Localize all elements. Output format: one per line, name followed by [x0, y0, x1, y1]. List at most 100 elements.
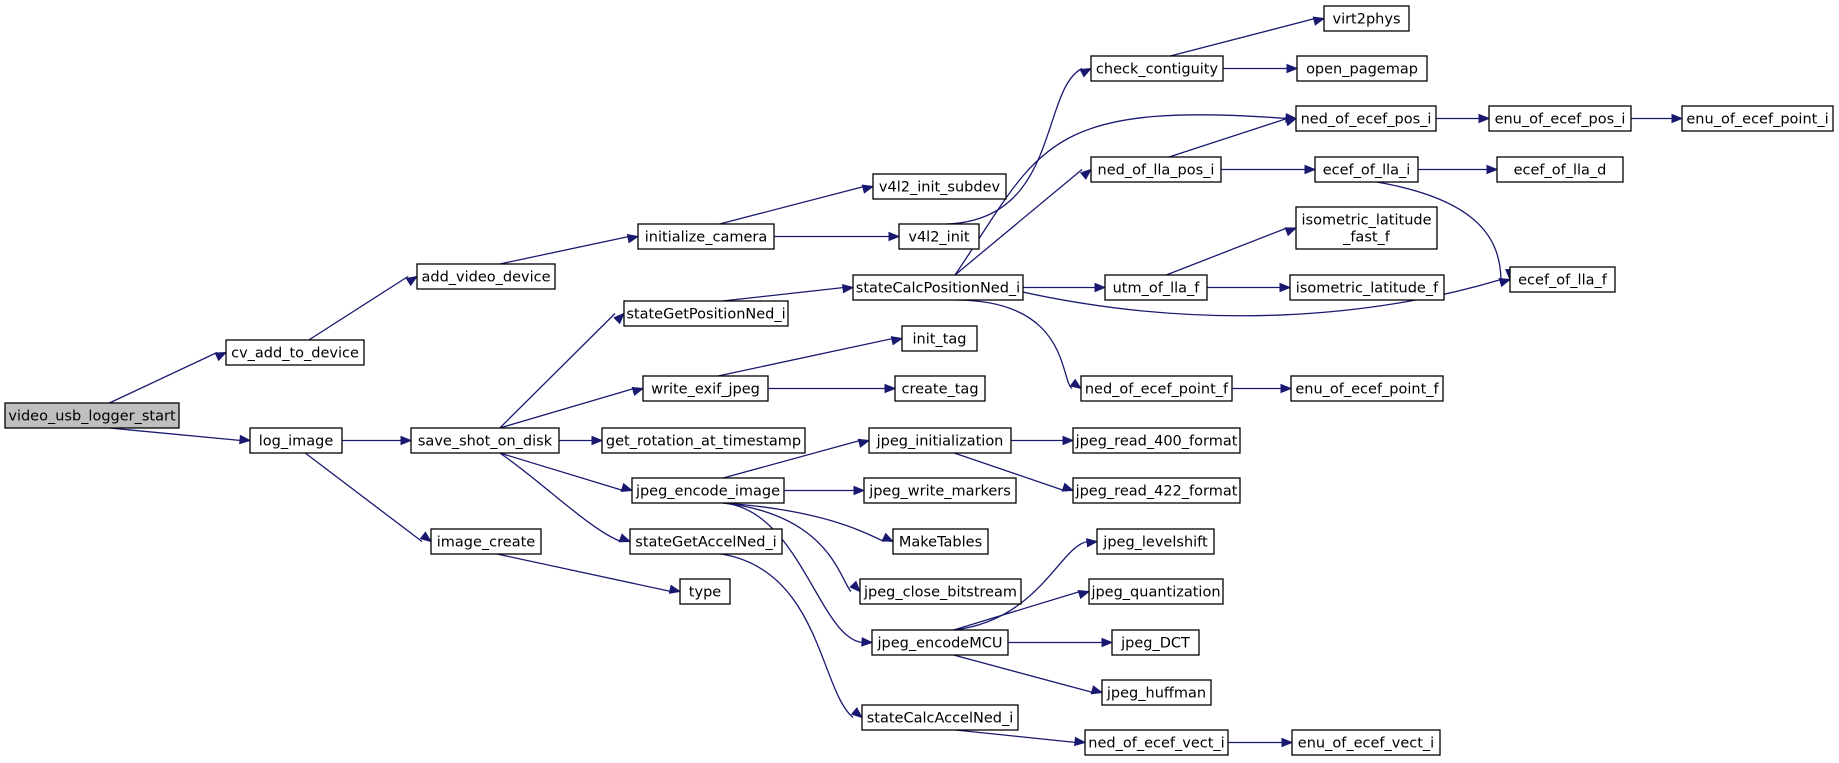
node-label: v4l2_init [908, 230, 970, 246]
node-label: utm_of_lla_f [1113, 281, 1201, 297]
node-v4l2-init[interactable]: v4l2_init [898, 223, 980, 250]
node-label: log_image [259, 434, 334, 450]
node-jpeg-huffman[interactable]: jpeg_huffman [1101, 679, 1212, 706]
node-box [1090, 55, 1224, 82]
node-statecalcpositionned-i[interactable]: stateCalcPositionNed_i [852, 274, 1024, 301]
node-jpeg-read-400-format[interactable]: jpeg_read_400_format [1072, 427, 1241, 454]
node-jpeg-read-422-format[interactable]: jpeg_read_422_format [1072, 477, 1241, 504]
arrowhead [1074, 736, 1087, 747]
arrowhead [881, 532, 895, 543]
arrowhead [857, 438, 871, 448]
node-ecef-of-lla-d[interactable]: ecef_of_lla_d [1496, 156, 1624, 183]
arrowhead [1279, 282, 1292, 293]
node-check-contiguity[interactable]: check_contiguity [1090, 55, 1224, 82]
arrowhead [419, 531, 433, 543]
arrowhead [613, 312, 625, 325]
node-add-video-device[interactable]: add_video_device [416, 263, 556, 290]
edge-statecalcpositionned-i-to-utm-of-lla-f [1023, 282, 1107, 293]
node-init-tag[interactable]: init_tag [901, 325, 978, 352]
node-enu-of-ecef-vect-i[interactable]: enu_of_ecef_vect_i [1291, 729, 1441, 756]
edge-save-shot-on-disk-to-stategetaccelned-i [499, 452, 632, 543]
edge-utm-of-lla-f-to-isometric-latitude-fast-f [1165, 227, 1298, 276]
node-box [1496, 156, 1624, 183]
node-label: jpeg_levelshift [1102, 535, 1208, 551]
node-get-rotation-at-timestamp[interactable]: get_rotation_at_timestamp [601, 427, 806, 454]
node-box [4, 402, 180, 429]
node-maketables[interactable]: MakeTables [892, 528, 989, 555]
node-ecef-of-lla-i[interactable]: ecef_of_lla_i [1314, 156, 1419, 183]
edge-jpeg-encodemcu-to-jpeg-huffman [953, 654, 1104, 695]
node-ned-of-ecef-pos-i[interactable]: ned_of_ecef_pos_i [1295, 105, 1437, 132]
node-type[interactable]: type [679, 578, 731, 605]
node-label: isometric_latitude_f [1296, 281, 1439, 297]
node-jpeg-write-markers[interactable]: jpeg_write_markers [863, 477, 1017, 504]
edge-statecalcpositionned-i-to-ecef-of-lla-f [954, 274, 1512, 317]
node-jpeg-close-bitstream[interactable]: jpeg_close_bitstream [859, 578, 1022, 605]
node-label: ecef_of_lla_f [1518, 273, 1608, 289]
edge-statecalcaccelned-i-to-ned-of-ecef-vect-i [955, 729, 1087, 747]
node-enu-of-ecef-pos-i[interactable]: enu_of_ecef_pos_i [1488, 105, 1632, 132]
node-virt2phys[interactable]: virt2phys [1323, 5, 1410, 32]
node-stategetpositionned-i[interactable]: stateGetPositionNed_i [623, 300, 789, 327]
edge-write-exif-jpeg-to-init-tag [717, 336, 904, 377]
node-statecalcaccelned-i[interactable]: stateCalcAccelNed_i [861, 704, 1019, 731]
arrowhead [1101, 637, 1114, 648]
node-cv-add-to-device[interactable]: cv_add_to_device [225, 339, 365, 366]
node-label: ned_of_ecef_vect_i [1088, 736, 1224, 752]
node-jpeg-dct[interactable]: jpeg_DCT [1111, 629, 1200, 656]
edge-image-create-to-type [496, 553, 682, 594]
node-box [1314, 156, 1419, 183]
arrowhead [1671, 113, 1684, 124]
node-jpeg-encode-image[interactable]: jpeg_encode_image [631, 477, 785, 504]
node-ned-of-lla-pos-i[interactable]: ned_of_lla_pos_i [1090, 156, 1222, 183]
node-label: jpeg_huffman [1106, 686, 1206, 702]
node-box [416, 263, 556, 290]
node-jpeg-encodemcu[interactable]: jpeg_encodeMCU [871, 629, 1009, 656]
node-open-pagemap[interactable]: open_pagemap [1296, 55, 1428, 82]
node-isometric-latitude-f[interactable]: isometric_latitude_f [1289, 274, 1445, 301]
node-v4l2-init-subdev[interactable]: v4l2_init_subdev [872, 173, 1007, 200]
node-video-usb-logger-start[interactable]: video_usb_logger_start [4, 402, 180, 429]
arrowhead [1077, 590, 1091, 600]
node-jpeg-initialization[interactable]: jpeg_initialization [868, 427, 1012, 454]
node-label: ned_of_ecef_pos_i [1301, 112, 1432, 128]
node-box [1090, 156, 1222, 183]
node-jpeg-levelshift[interactable]: jpeg_levelshift [1096, 528, 1215, 555]
node-box [410, 427, 560, 454]
node-isometric-latitude-fast-f[interactable]: isometric_latitude_fast_f [1295, 206, 1438, 250]
arrowhead [620, 482, 634, 492]
node-label: create_tag [901, 382, 978, 398]
node-ecef-of-lla-f[interactable]: ecef_of_lla_f [1509, 266, 1616, 293]
node-enu-of-ecef-point-i[interactable]: enu_of_ecef_point_i [1681, 105, 1834, 132]
arrowhead [668, 584, 682, 594]
edge-save-shot-on-disk-to-stategetpositionned-i [499, 312, 625, 429]
edge-jpeg-encodemcu-to-jpeg-levelshift [953, 538, 1099, 631]
node-box [1080, 375, 1233, 402]
node-enu-of-ecef-point-f[interactable]: enu_of_ecef_point_f [1290, 375, 1444, 402]
arrowhead [405, 275, 419, 287]
edge-ecef-of-lla-i-to-ecef-of-lla-d [1418, 164, 1499, 175]
node-image-create[interactable]: image_create [430, 528, 542, 555]
arrowhead [861, 184, 875, 194]
edge-jpeg-initialization-to-jpeg-read-422-format [953, 452, 1075, 492]
arrowhead [1286, 63, 1299, 74]
node-ned-of-ecef-vect-i[interactable]: ned_of_ecef_vect_i [1084, 729, 1229, 756]
node-ned-of-ecef-point-f[interactable]: ned_of_ecef_point_f [1080, 375, 1233, 402]
node-box [1088, 578, 1224, 605]
node-save-shot-on-disk[interactable]: save_shot_on_disk [410, 427, 560, 454]
node-stategetaccelned-i[interactable]: stateGetAccelNed_i [629, 528, 783, 555]
node-label: stateCalcAccelNed_i [867, 711, 1014, 727]
node-write-exif-jpeg[interactable]: write_exif_jpeg [642, 375, 769, 402]
node-log-image[interactable]: log_image [249, 427, 343, 454]
node-label: jpeg_read_400_format [1075, 434, 1238, 450]
node-box [1111, 629, 1200, 656]
node-box [1104, 274, 1208, 301]
node-initialize-camera[interactable]: initialize_camera [637, 223, 775, 250]
node-label: image_create [437, 535, 536, 551]
node-utm-of-lla-f[interactable]: utm_of_lla_f [1104, 274, 1208, 301]
node-jpeg-quantization[interactable]: jpeg_quantization [1088, 578, 1224, 605]
node-create-tag[interactable]: create_tag [894, 375, 986, 402]
arrowhead [239, 434, 252, 445]
edge-jpeg-encode-image-to-jpeg-write-markers [784, 485, 866, 496]
